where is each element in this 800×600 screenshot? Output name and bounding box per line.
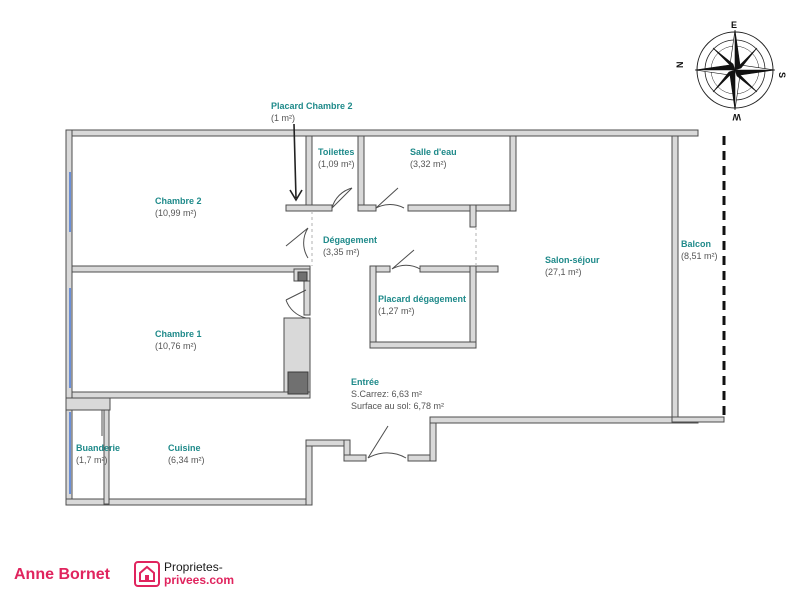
- room-name: Balcon: [681, 239, 712, 249]
- room-area: (3,32 m²): [410, 159, 447, 169]
- wall-bottom-kitchen: [65, 498, 313, 506]
- wall-wc-left: [305, 135, 313, 212]
- wall-shaft-side: [303, 280, 311, 316]
- house-logo-icon: [134, 561, 160, 587]
- room-area: (10,99 m²): [155, 208, 197, 218]
- room-name: Placard Chambre 2: [271, 101, 353, 111]
- wall-sde-bottom-right: [407, 204, 517, 212]
- room-area: (8,51 m²): [681, 251, 718, 261]
- room-area: (27,1 m²): [545, 267, 582, 277]
- room-name: Salon-séjour: [545, 255, 600, 265]
- brand-line2: privees.com: [164, 573, 235, 587]
- door-sde: [375, 187, 405, 209]
- brand-line1: Proprietes-: [164, 560, 223, 574]
- door-entry: [367, 425, 407, 459]
- wall-sde-right: [509, 135, 517, 212]
- wall-kitchen-top: [65, 397, 111, 411]
- label-salon: Salon-séjour (27,1 m²): [545, 254, 600, 278]
- brand-name: Proprietes- privees.com: [164, 561, 234, 587]
- room-name: Dégagement: [323, 235, 378, 245]
- wall-kitchen-right: [305, 439, 313, 506]
- door-wc: [331, 187, 353, 209]
- room-area: (6,34 m²): [168, 455, 205, 465]
- label-salle-eau: Salle d'eau (3,32 m²): [410, 146, 457, 170]
- wall-chambre1-bottom: [71, 391, 311, 399]
- label-balcon: Balcon (8,51 m²): [681, 238, 718, 262]
- compass-icon: E N S W: [675, 20, 787, 122]
- room-area: (10,76 m²): [155, 341, 197, 351]
- room-area: (1,7 m²): [76, 455, 108, 465]
- wall-balcony-left: [671, 135, 679, 424]
- door-chambre2: [285, 227, 309, 259]
- wall-cupboard-left: [369, 265, 377, 349]
- compass-n: N: [675, 62, 685, 69]
- wall-balcony-bottom: [671, 416, 725, 423]
- wall-cupboard-top-right: [419, 265, 499, 273]
- wall-entry-left: [343, 454, 367, 462]
- wall-sde-bottom-left: [357, 204, 377, 212]
- wall-cupboard-bottom: [369, 341, 477, 349]
- label-toilettes: Toilettes (1,09 m²): [318, 146, 355, 170]
- room-name: Buanderie: [76, 443, 121, 453]
- label-placard-chambre2: Placard Chambre 2 (1 m²): [271, 100, 353, 124]
- door-chambre1: [285, 289, 307, 319]
- room-area: (3,35 m²): [323, 247, 360, 257]
- room-area: (1 m²): [271, 113, 295, 123]
- label-entree: Entrée S.Carrez: 6,63 m² Surface au sol:…: [351, 376, 444, 412]
- room-area: (1,27 m²): [378, 306, 415, 316]
- label-degagement: Dégagement (3,35 m²): [323, 234, 377, 258]
- wall-wc-bottom: [285, 204, 333, 212]
- room-area: (1,09 m²): [318, 159, 355, 169]
- label-chambre2: Chambre 2 (10,99 m²): [155, 195, 202, 219]
- room-name: Chambre 1: [155, 329, 202, 339]
- room-name: Salle d'eau: [410, 147, 457, 157]
- door-cupboard: [391, 249, 421, 270]
- room-name: Chambre 2: [155, 196, 202, 206]
- room-surface-sol: Surface au sol: 6,78 m²: [351, 401, 445, 411]
- wall-deg-divider: [469, 204, 477, 228]
- agent-name: Anne Bornet: [14, 566, 110, 583]
- room-name: Cuisine: [168, 443, 201, 453]
- label-chambre1: Chambre 1 (10,76 m²): [155, 328, 202, 352]
- wall-bedrooms-divider: [71, 265, 311, 273]
- wall-top: [65, 129, 699, 137]
- room-name: Placard dégagement: [378, 294, 467, 304]
- shaft-small: [297, 271, 308, 282]
- label-cuisine: Cuisine (6,34 m²): [168, 442, 205, 466]
- wall-cupboard-right: [469, 265, 477, 349]
- compass-e: E: [731, 20, 737, 30]
- label-placard-degagement: Placard dégagement (1,27 m²): [378, 293, 466, 317]
- compass-w: W: [732, 112, 741, 122]
- shaft-dark: [287, 371, 309, 395]
- arrow-placard: [289, 123, 303, 202]
- room-carrez: S.Carrez: 6,63 m²: [351, 389, 423, 399]
- label-buanderie: Buanderie (1,7 m²): [76, 442, 120, 466]
- wall-bottom-salon: [429, 416, 699, 424]
- wall-wc-right: [357, 135, 365, 212]
- room-name: Toilettes: [318, 147, 355, 157]
- room-name: Entrée: [351, 377, 380, 387]
- compass-s: S: [777, 72, 787, 78]
- wall-entry-step: [429, 419, 437, 462]
- wall-entry-notch-top: [305, 439, 351, 447]
